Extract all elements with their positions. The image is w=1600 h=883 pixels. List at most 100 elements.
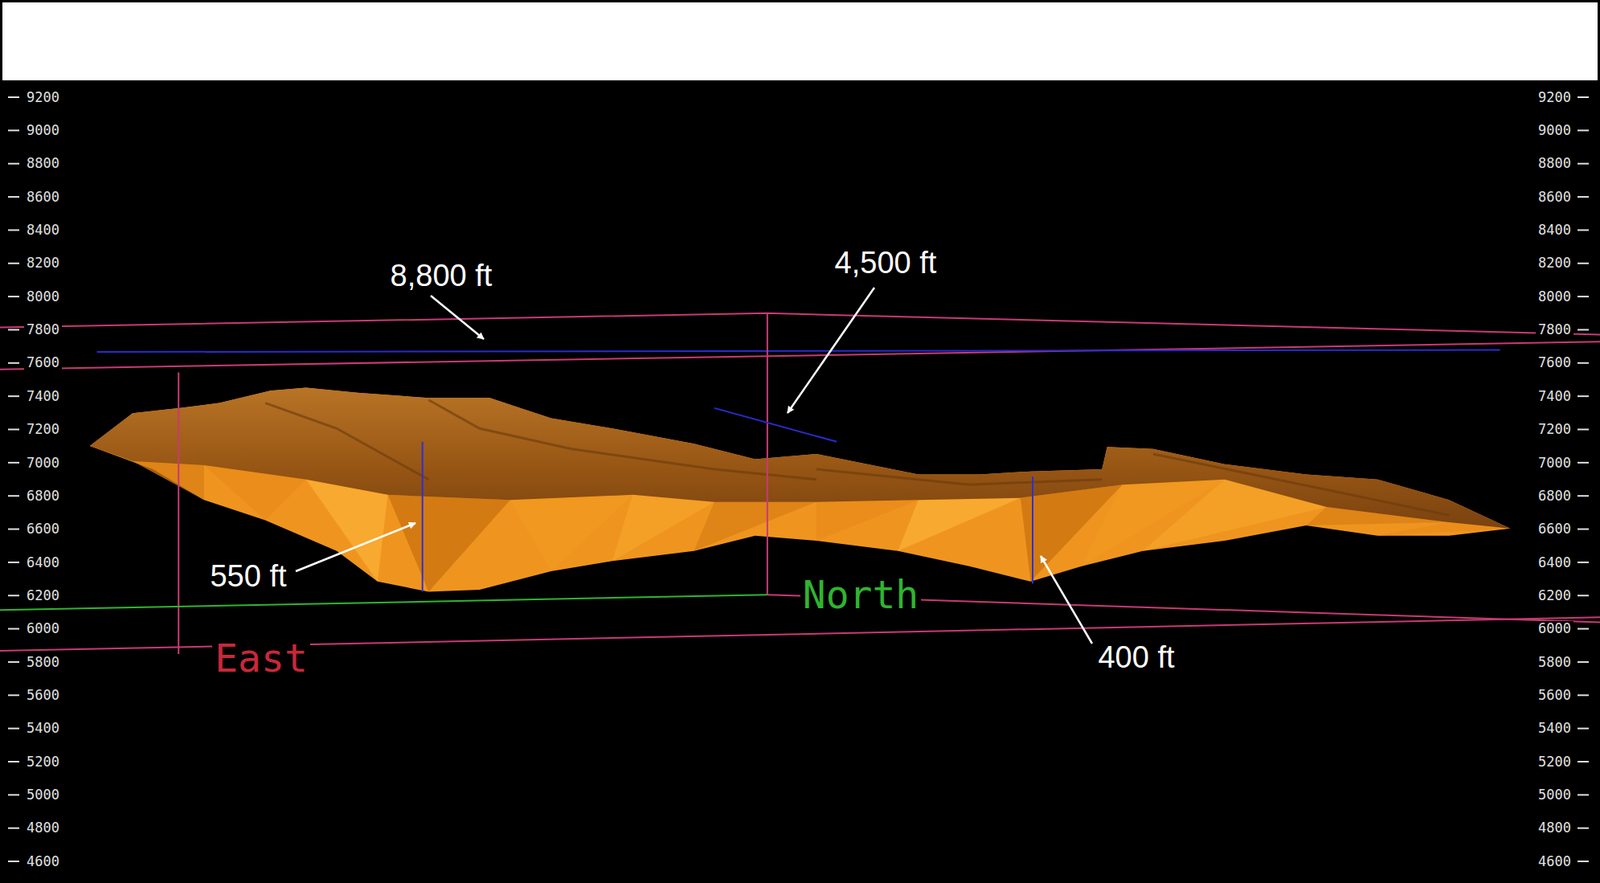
elevation-tick-label: 5000: [1535, 787, 1574, 803]
dimension-label: 8,800 ft: [388, 259, 496, 294]
axis-tick: [1577, 295, 1589, 298]
model-frame-line: [421, 441, 424, 593]
elevation-tick-label: 9000: [24, 122, 62, 139]
axis-tick: [1577, 594, 1589, 597]
axis-tick: [1577, 395, 1589, 397]
model-frame-line: [1031, 476, 1034, 584]
elevation-tick-label: 7200: [1535, 421, 1574, 438]
elevation-tick-label: 8600: [1535, 189, 1574, 205]
elevation-tick-label: 6200: [1535, 588, 1574, 604]
orebody-facet: [132, 461, 205, 500]
axis-tick: [8, 196, 20, 198]
elevation-tick-label: 7800: [24, 322, 62, 338]
axis-tick: [8, 860, 20, 863]
axis-tick: [1577, 262, 1589, 265]
elevation-tick-label: 7400: [1535, 388, 1574, 405]
elevation-tick-label: 6800: [1535, 488, 1574, 504]
elevation-tick-label: 4800: [1535, 820, 1574, 836]
axis-tick: [8, 262, 20, 265]
elevation-tick-label: 6600: [24, 521, 62, 537]
axis-tick: [1577, 163, 1589, 165]
elevation-tick-label: 8400: [24, 222, 62, 238]
orebody-ridge: [428, 400, 817, 480]
elevation-tick-label: 6200: [24, 588, 62, 604]
axis-tick: [1577, 229, 1589, 231]
axis-tick: [8, 295, 20, 298]
elevation-tick-label: 8600: [24, 189, 62, 205]
elevation-tick-label: 5600: [1535, 687, 1574, 704]
elevation-tick-label: 5800: [1535, 654, 1574, 671]
elevation-tick-label: 6000: [1535, 621, 1574, 637]
axis-tick: [1577, 628, 1589, 631]
direction-label: East: [212, 637, 311, 680]
elevation-tick-label: 7600: [1535, 355, 1574, 371]
axis-tick: [8, 561, 20, 564]
elevation-tick-label: 5400: [24, 720, 62, 737]
elevation-tick-label: 8400: [1535, 222, 1574, 238]
model-frame-line: [766, 313, 769, 595]
axis-tick: [8, 395, 20, 397]
axis-tick: [8, 129, 20, 131]
axis-tick: [1577, 661, 1589, 663]
elevation-tick-label: 5600: [24, 687, 62, 704]
axis-tick: [8, 229, 20, 231]
orebody-facet: [897, 498, 1020, 552]
axis-tick: [8, 528, 20, 531]
axis-tick: [1577, 528, 1589, 531]
axis-tick: [1577, 694, 1589, 696]
model-frame-line: [714, 408, 837, 442]
orebody-facet: [388, 495, 511, 593]
elevation-tick-label: 9000: [1535, 122, 1574, 139]
axis-tick: [1577, 793, 1589, 796]
elevation-tick-label: 5800: [24, 654, 62, 671]
elevation-tick-label: 8800: [1535, 155, 1574, 172]
orebody-top: [90, 388, 1511, 529]
direction-label: North: [800, 573, 922, 617]
axis-tick: [8, 429, 20, 431]
axis-tick: [1577, 362, 1589, 365]
orebody-facet: [693, 502, 816, 552]
orebody-lower: [90, 388, 1511, 593]
axis-tick: [1577, 860, 1589, 863]
axis-tick: [8, 96, 20, 99]
elevation-tick-label: 9200: [1535, 90, 1574, 106]
axis-tick: [8, 163, 20, 165]
leader-arrow: [1040, 556, 1093, 644]
axis-tick: [8, 495, 20, 497]
elevation-tick-label: 5200: [1535, 754, 1574, 770]
elevation-tick-label: 8800: [24, 155, 62, 172]
elevation-tick-label: 4600: [1535, 854, 1574, 870]
orebody-ridge: [1153, 454, 1449, 516]
elevation-tick-label: 5200: [24, 754, 62, 770]
axis-tick: [8, 761, 20, 763]
orebody-facet: [612, 495, 715, 562]
axis-tick: [8, 628, 20, 631]
elevation-tick-label: 5000: [24, 787, 62, 803]
axis-tick: [8, 328, 20, 331]
orebody-facet: [306, 479, 389, 582]
axis-tick: [8, 362, 20, 365]
orebody-facet: [816, 499, 919, 541]
axis-tick: [1577, 328, 1589, 331]
axis-tick: [1577, 561, 1589, 564]
elevation-tick-label: 6400: [1535, 555, 1574, 571]
elevation-tick-label: 7400: [24, 388, 62, 405]
leader-arrow: [430, 295, 484, 340]
elevation-tick-label: 4600: [24, 854, 62, 870]
elevation-tick-label: 7800: [1535, 322, 1574, 338]
elevation-tick-label: 4800: [24, 820, 62, 836]
axis-tick: [8, 594, 20, 597]
elevation-tick-label: 6600: [1535, 521, 1574, 537]
elevation-tick-label: 8000: [24, 289, 62, 305]
dimension-label: 550 ft: [207, 560, 289, 594]
elevation-tick-label: 9200: [24, 90, 62, 106]
axis-tick: [8, 462, 20, 464]
axis-tick: [8, 793, 20, 796]
dimension-label: 4,500 ft: [832, 246, 940, 281]
axis-tick: [1577, 196, 1589, 198]
model-frame-line: [0, 341, 1600, 369]
axis-tick: [1577, 761, 1589, 763]
axis-tick: [8, 827, 20, 830]
